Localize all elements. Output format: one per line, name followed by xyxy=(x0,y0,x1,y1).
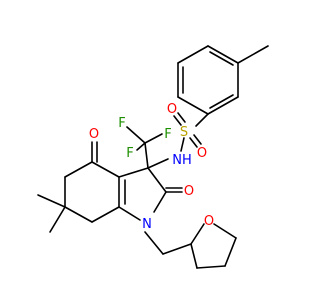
bond-cf3-f3 xyxy=(144,133,163,144)
atom-o-lactam: O xyxy=(184,184,194,199)
atom-o-ketone: O xyxy=(89,127,99,142)
bond-aryl-methyl xyxy=(237,45,269,64)
bond-c7-c7a xyxy=(91,206,120,223)
bond-ar-inner-1 xyxy=(209,51,234,66)
bond-thf-5 xyxy=(190,243,198,269)
bond-thf-1 xyxy=(190,223,205,245)
atom-n-ring: N xyxy=(142,217,152,232)
atom-s: S xyxy=(180,125,188,140)
bond-c3-c3a xyxy=(118,167,149,178)
bond-ch2-thf xyxy=(162,243,192,255)
bond-c4-c5 xyxy=(64,161,93,178)
bond-ar-inner-2 xyxy=(209,94,234,109)
bond-c6-me1 xyxy=(37,194,66,208)
bond-ar-3 xyxy=(207,96,239,115)
bond-c6-c7 xyxy=(64,206,93,223)
bond-cf3-f1 xyxy=(126,126,146,144)
bond-thf-2 xyxy=(213,223,237,239)
bond-ar-1 xyxy=(207,45,239,64)
bond-s-o2-a xyxy=(189,137,198,148)
bond-s-o1-a xyxy=(173,115,182,126)
bond-thf-4 xyxy=(196,265,226,269)
bond-s-o2-b xyxy=(193,134,202,145)
bond-c7a-n1 xyxy=(118,206,141,221)
atom-nh: NH xyxy=(172,153,192,168)
atom-o-sulfonyl-2: O xyxy=(197,146,207,161)
atom-o-thf: O xyxy=(204,214,214,229)
bond-s-o1-b xyxy=(177,112,186,123)
atom-labels: S O O NH F F F O O N O xyxy=(89,102,214,232)
bond-c6-me2 xyxy=(49,206,66,233)
atom-f-3: F xyxy=(164,127,171,142)
bond-ar-4 xyxy=(177,96,209,115)
bond-n1-ch2 xyxy=(144,231,164,255)
bond-cf3-f2 xyxy=(136,142,146,151)
atom-o-sulfonyl-1: O xyxy=(167,102,177,117)
bond-s-n xyxy=(180,137,185,152)
atom-f-2: F xyxy=(126,146,133,161)
bond-c3-cf3 xyxy=(144,142,149,169)
bond-c3a-c4 xyxy=(91,161,120,178)
bonds xyxy=(37,45,269,269)
bond-aryl-s xyxy=(195,113,209,127)
bond-n-c3 xyxy=(147,158,169,169)
bond-n1-c2 xyxy=(153,191,167,213)
molecule-structure: S O O NH F F F O O N O xyxy=(37,45,269,269)
bond-ar-6 xyxy=(177,45,209,64)
bond-thf-3 xyxy=(224,237,237,267)
atom-f-1: F xyxy=(118,116,125,131)
bond-c2-c3 xyxy=(147,167,167,193)
